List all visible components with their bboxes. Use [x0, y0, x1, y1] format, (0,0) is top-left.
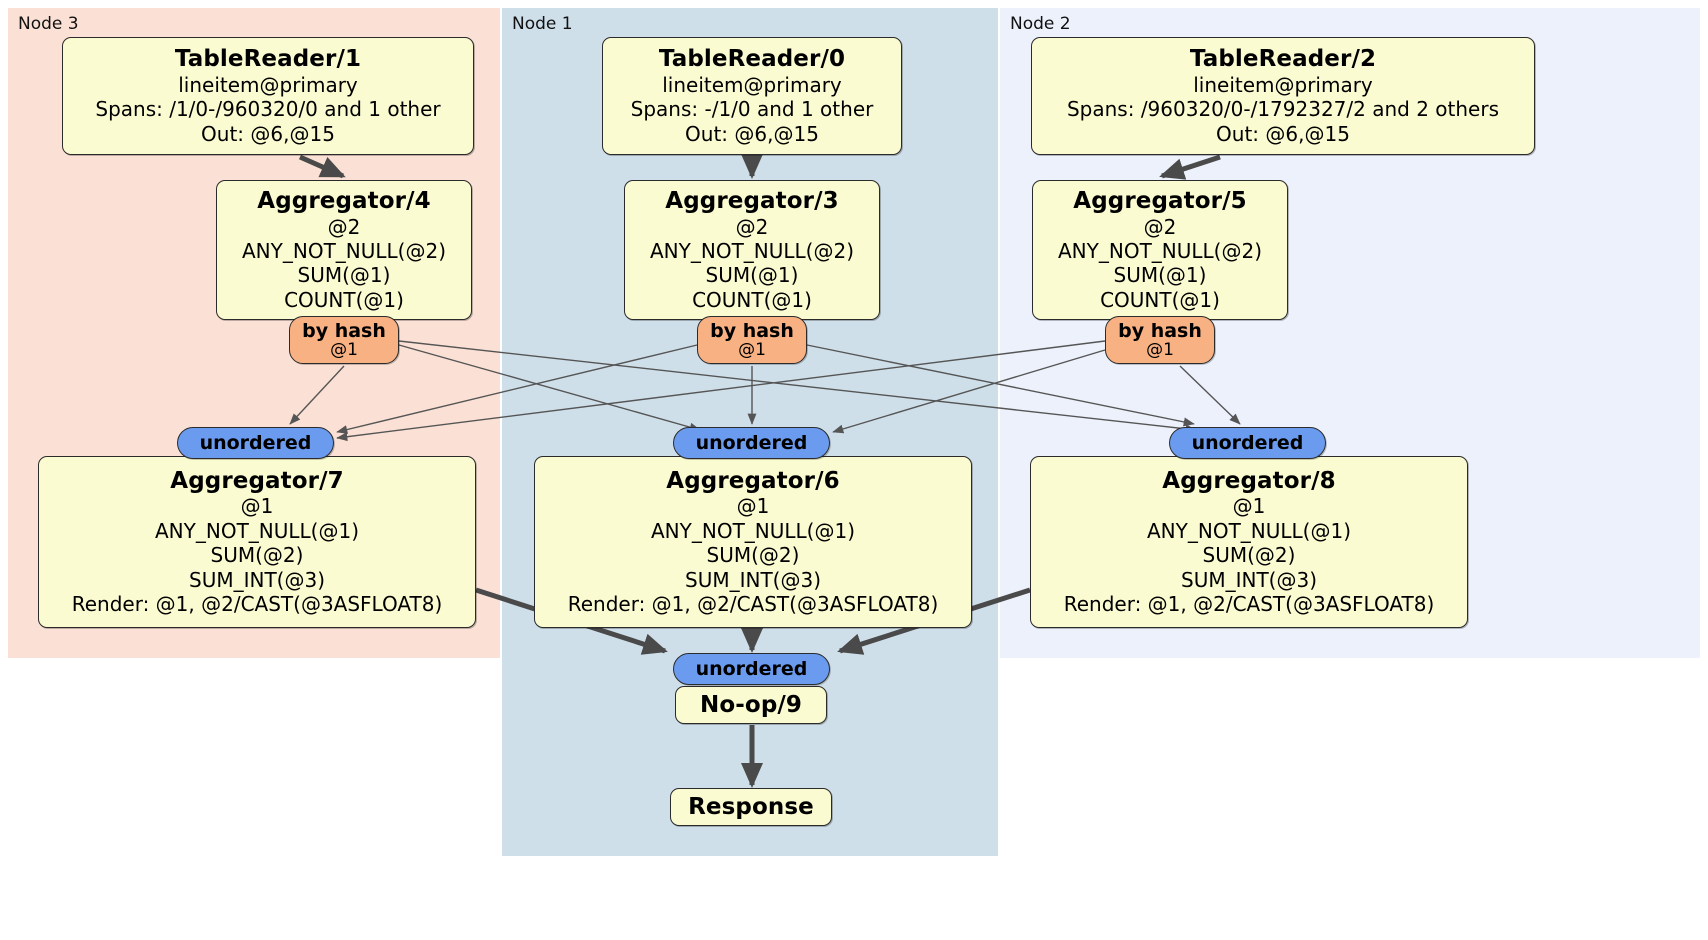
processor-title: Aggregator/6	[666, 467, 840, 494]
processor-detail-line: ANY_NOT_NULL(@2)	[650, 238, 854, 263]
pill-label: unordered	[1191, 431, 1304, 454]
pill-sublabel: @1	[1146, 340, 1174, 361]
processor-detail-line: SUM(@1)	[1113, 263, 1207, 288]
processor-detail-line: SUM(@2)	[1202, 543, 1296, 568]
processor-title: Aggregator/8	[1162, 467, 1336, 494]
processor-detail-line: Render: @1, @2/CAST(@3ASFLOAT8)	[1063, 591, 1435, 616]
router-pill-by-hash-agg3[interactable]: by hash@1	[697, 316, 807, 364]
node-label-node3: Node 3	[18, 14, 79, 34]
processor-detail-line: @1	[1232, 494, 1266, 519]
processor-title: TableReader/1	[174, 46, 362, 73]
processor-detail-line: ANY_NOT_NULL(@2)	[242, 238, 446, 263]
pill-label: unordered	[199, 431, 312, 454]
processor-noop9[interactable]: No-op/9	[675, 686, 827, 724]
pill-label: by hash	[302, 319, 386, 342]
processor-title: Response	[688, 793, 814, 820]
pill-sublabel: @1	[738, 340, 766, 361]
processor-detail-line: lineitem@primary	[662, 72, 842, 97]
processor-detail-line: SUM_INT(@3)	[685, 567, 821, 592]
router-pill-by-hash-agg5[interactable]: by hash@1	[1105, 316, 1215, 364]
processor-detail-line: @1	[240, 494, 274, 519]
processor-title: TableReader/2	[1189, 46, 1377, 73]
processor-detail-line: ANY_NOT_NULL(@2)	[1058, 238, 1262, 263]
pill-label: by hash	[710, 319, 794, 342]
processor-title: Aggregator/5	[1073, 187, 1247, 214]
processor-detail-line: SUM_INT(@3)	[189, 567, 325, 592]
processor-detail-line: SUM(@1)	[705, 263, 799, 288]
processor-detail-line: COUNT(@1)	[692, 287, 812, 312]
processor-title: TableReader/0	[658, 46, 846, 73]
processor-detail-line: ANY_NOT_NULL(@1)	[155, 518, 359, 543]
processor-detail-line: COUNT(@1)	[284, 287, 404, 312]
pill-label: unordered	[695, 431, 808, 454]
processor-detail-line: @2	[327, 214, 361, 239]
stream-pill-unordered-noop9[interactable]: unordered	[673, 653, 830, 685]
processor-detail-line: @2	[1143, 214, 1177, 239]
processor-detail-line: @1	[736, 494, 770, 519]
node-label-node2: Node 2	[1010, 14, 1071, 34]
processor-detail-line: Render: @1, @2/CAST(@3ASFLOAT8)	[567, 591, 939, 616]
processor-detail-line: Spans: -/1/0 and 1 other	[630, 97, 874, 122]
processor-detail-line: @2	[735, 214, 769, 239]
stream-pill-unordered-agg8[interactable]: unordered	[1169, 427, 1326, 459]
processor-title: Aggregator/4	[257, 187, 431, 214]
processor-detail-line: SUM_INT(@3)	[1181, 567, 1317, 592]
processor-detail-line: Out: @6,@15	[685, 121, 819, 146]
processor-detail-line: Out: @6,@15	[201, 121, 335, 146]
processor-detail-line: Spans: /960320/0-/1792327/2 and 2 others	[1066, 97, 1499, 122]
processor-detail-line: SUM(@1)	[297, 263, 391, 288]
processor-detail-line: lineitem@primary	[1193, 72, 1373, 97]
processor-title: No-op/9	[700, 691, 802, 718]
processor-detail-line: lineitem@primary	[178, 72, 358, 97]
stream-pill-unordered-agg7[interactable]: unordered	[177, 427, 334, 459]
stream-pill-unordered-agg6[interactable]: unordered	[673, 427, 830, 459]
processor-title: Aggregator/7	[170, 467, 344, 494]
processor-detail-line: COUNT(@1)	[1100, 287, 1220, 312]
processor-detail-line: SUM(@2)	[706, 543, 800, 568]
processor-detail-line: SUM(@2)	[210, 543, 304, 568]
processor-detail-line: Out: @6,@15	[1216, 121, 1350, 146]
node-label-node1: Node 1	[512, 14, 573, 34]
processor-detail-line: ANY_NOT_NULL(@1)	[1147, 518, 1351, 543]
processor-response[interactable]: Response	[670, 788, 832, 826]
processor-detail-line: Spans: /1/0-/960320/0 and 1 other	[95, 97, 441, 122]
pill-sublabel: @1	[330, 340, 358, 361]
router-pill-by-hash-agg4[interactable]: by hash@1	[289, 316, 399, 364]
processor-title: Aggregator/3	[665, 187, 839, 214]
pill-label: by hash	[1118, 319, 1202, 342]
processor-detail-line: Render: @1, @2/CAST(@3ASFLOAT8)	[71, 591, 443, 616]
pill-label: unordered	[695, 657, 808, 680]
processor-detail-line: ANY_NOT_NULL(@1)	[651, 518, 855, 543]
